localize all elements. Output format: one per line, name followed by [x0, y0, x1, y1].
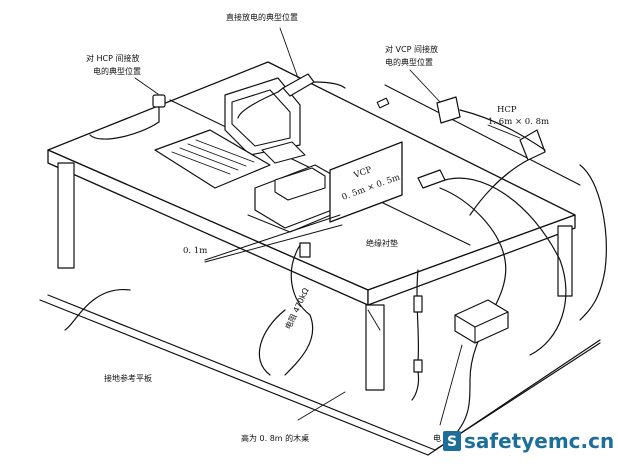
- label-hcp-indirect-line1: 对 HCP 间接放: [86, 53, 140, 63]
- watermark-logo-icon: [443, 431, 461, 451]
- label-vcp-indirect-line2: 电的典型位置: [385, 57, 433, 67]
- computer-monitor: [224, 77, 306, 164]
- watermark-text: safetyemc.cn: [464, 429, 614, 453]
- wooden-table: [47, 61, 576, 391]
- label-spacing: 0. 1m: [183, 246, 207, 256]
- watermark-logo-letter: S: [447, 434, 457, 450]
- label-leaders: [134, 27, 521, 426]
- keyboard: [154, 129, 271, 189]
- spacing-dimension: [204, 214, 343, 263]
- label-ground-plane: 接地参考平板: [104, 373, 152, 383]
- label-direct-discharge: 直接放电的典型位置: [226, 12, 298, 22]
- watermark: S safetyemc.cn: [443, 429, 614, 453]
- esd-generator-tips: [152, 73, 546, 189]
- label-vcp-indirect-line1: 对 VCP 间接放: [385, 44, 438, 54]
- label-hcp-indirect-line2: 电的典型位置: [93, 66, 141, 76]
- power-supply-box: [454, 299, 509, 344]
- label-hcp-size: 1. 6m × 0. 8m: [488, 117, 549, 127]
- label-resistor: 电阻 470kΩ: [283, 286, 311, 331]
- label-hcp-name: HCP: [497, 105, 517, 115]
- equipment-under-test: [254, 164, 346, 229]
- label-power-supply-partial: 电: [433, 433, 441, 443]
- label-insulation-pad: 绝缘衬垫: [366, 238, 398, 248]
- vcp-plate: [329, 141, 403, 223]
- label-wooden-table: 高为 0. 8m 的木桌: [241, 433, 309, 443]
